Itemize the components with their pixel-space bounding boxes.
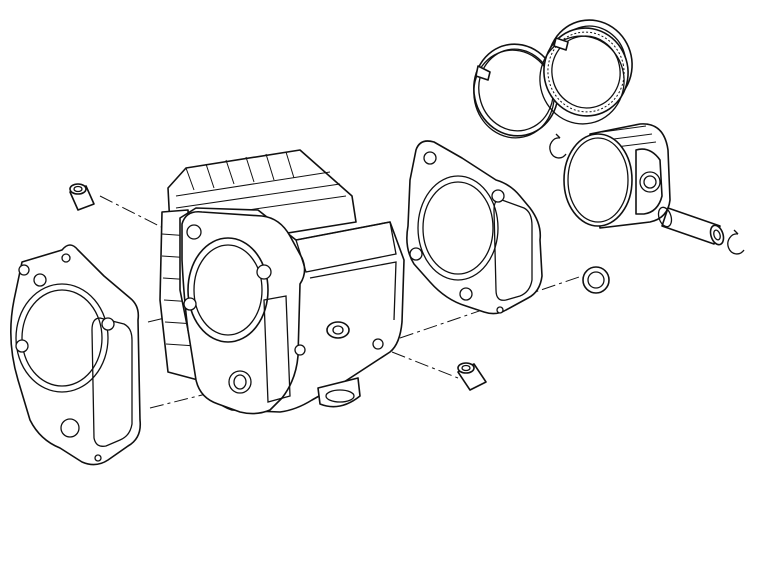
head-gasket xyxy=(10,244,142,466)
circlip-right xyxy=(727,229,745,255)
dowel-pin-upper xyxy=(69,183,95,211)
o-ring xyxy=(582,266,610,294)
base-gasket xyxy=(406,140,543,315)
cylinder-block xyxy=(159,149,405,415)
circlip-left xyxy=(549,133,567,159)
dowel-pin-lower xyxy=(457,362,487,391)
piston-ring-oil xyxy=(539,19,633,125)
piston-pin xyxy=(657,206,725,246)
piston xyxy=(563,123,671,229)
piston-ring-top xyxy=(473,43,559,139)
